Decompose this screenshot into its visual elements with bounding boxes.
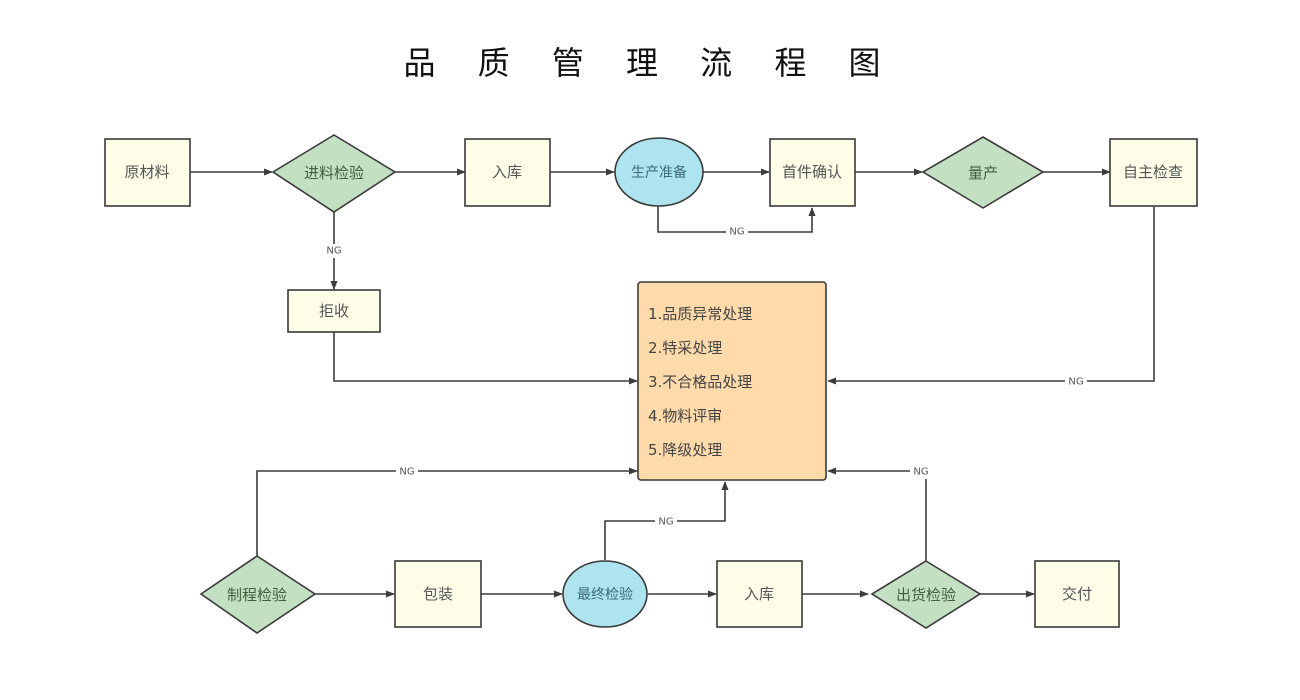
handling-item: 4.物料评审 [648, 407, 722, 425]
node-warehouse-in-1[interactable]: 入库 [464, 138, 551, 207]
node-process-inspection[interactable]: 制程检验 [199, 555, 317, 634]
node-warehouse-in-2[interactable]: 入库 [716, 560, 803, 628]
node-packaging[interactable]: 包装 [394, 560, 482, 628]
node-raw-material[interactable]: 原材料 [104, 138, 191, 207]
node-label: 原材料 [124, 163, 169, 181]
handling-item: 5.降级处理 [648, 441, 722, 459]
ng-label: NG [399, 467, 414, 478]
handling-item: 3.不合格品处理 [648, 373, 752, 391]
node-quality-handling[interactable]: 1.品质异常处理 2.特采处理 3.不合格品处理 4.物料评审 5.降级处理 [637, 281, 827, 481]
node-first-article[interactable]: 首件确认 [769, 138, 856, 207]
edge-shipment-ng-to-handling [827, 467, 927, 561]
node-label: 入库 [492, 163, 522, 181]
ng-label: NG [729, 227, 744, 238]
handling-item: 1.品质异常处理 [648, 305, 752, 323]
node-label: 自主检查 [1123, 163, 1183, 181]
node-label: 最终检验 [577, 587, 633, 603]
node-label: 生产准备 [631, 164, 687, 181]
node-reject[interactable]: 拒收 [287, 289, 381, 333]
ng-label: NG [913, 467, 928, 478]
node-final-inspection[interactable]: 最终检验 [562, 560, 648, 628]
ng-label: NG [326, 246, 341, 257]
edge-self-check-ng-to-handling [827, 207, 1155, 385]
node-shipment-inspection[interactable]: 出货检验 [870, 560, 982, 629]
node-delivery[interactable]: 交付 [1034, 560, 1120, 628]
diagram-title: 品 质 管 理 流 程 图 [403, 44, 897, 82]
node-label: 入库 [744, 585, 774, 603]
ng-label: NG [1068, 377, 1083, 388]
edge-reject-to-handling [333, 332, 638, 385]
node-label: 首件确认 [782, 163, 842, 181]
node-label: 交付 [1062, 585, 1092, 603]
ng-label: NG [658, 517, 673, 528]
node-label: 出货检验 [896, 586, 956, 604]
node-label: 进料检验 [304, 164, 364, 182]
node-self-inspection[interactable]: 自主检查 [1109, 138, 1198, 207]
node-label: 制程检验 [227, 586, 287, 604]
node-label: 拒收 [319, 302, 349, 320]
node-mass-production[interactable]: 量产 [921, 136, 1045, 209]
node-label: 包装 [423, 585, 453, 603]
node-production-prep[interactable]: 生产准备 [614, 137, 704, 207]
edge-process-ng-to-handling [256, 467, 638, 556]
node-label: 量产 [968, 164, 998, 182]
handling-item: 2.特采处理 [648, 339, 722, 357]
node-incoming-inspection[interactable]: 进料检验 [271, 134, 397, 213]
